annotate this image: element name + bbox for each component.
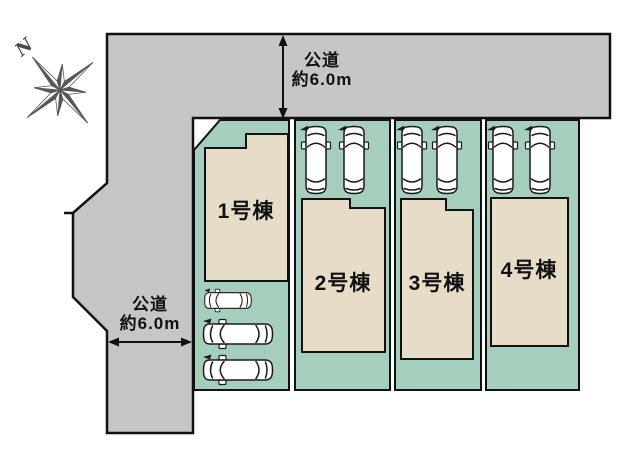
building-4-label: 4号棟 [500, 259, 558, 283]
top-road-label: 公道 約6.0m [282, 51, 362, 89]
building-1-label: 1号棟 [217, 200, 275, 224]
building-2-label: 2号棟 [314, 272, 372, 296]
left-road-width: 約6.0m [119, 314, 181, 334]
left-road-dimension-arrow [108, 337, 192, 347]
building-2 [301, 198, 386, 353]
building-3-label: 3号棟 [408, 272, 466, 296]
left-road-name: 公道 [132, 295, 168, 314]
top-road-width: 約6.0m [291, 70, 353, 90]
building-4 [490, 197, 569, 347]
top-road-name: 公道 [304, 51, 340, 70]
compass-north-label: N [11, 33, 39, 61]
top-road-dimension-arrow [278, 35, 288, 119]
building-1 [204, 133, 289, 282]
left-road-label: 公道 約6.0m [110, 295, 190, 333]
road-area [71, 32, 612, 435]
building-3 [400, 198, 474, 360]
compass-rose-icon: N [11, 33, 94, 124]
